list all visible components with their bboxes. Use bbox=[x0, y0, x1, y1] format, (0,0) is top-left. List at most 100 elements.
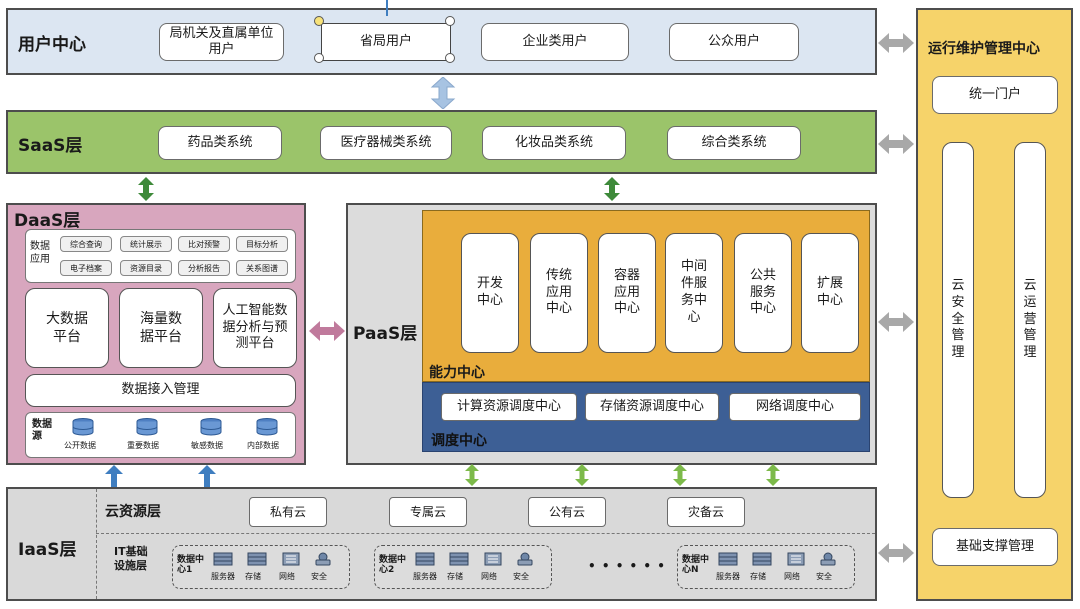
pink-double-arrow-icon bbox=[309, 321, 345, 341]
user-item-public[interactable]: 公众用户 bbox=[669, 23, 799, 61]
cloud-security-management[interactable]: 云安全管理 bbox=[942, 142, 974, 498]
gray-double-arrow-icon bbox=[878, 543, 914, 563]
paas-title: PaaS层 bbox=[353, 324, 418, 344]
storage-icon bbox=[752, 552, 772, 566]
unified-portal[interactable]: 统一门户 bbox=[932, 76, 1058, 114]
rotate-handle-line bbox=[386, 0, 388, 16]
user-item-bureau[interactable]: 局机关及直属单位用户 bbox=[159, 23, 284, 61]
user-item-enterprise[interactable]: 企业类用户 bbox=[481, 23, 629, 61]
source-label: 内部数据 bbox=[247, 441, 279, 450]
cloud-disaster-recovery[interactable]: 灾备云 bbox=[667, 497, 745, 527]
capability-container-app[interactable]: 容器应用中心 bbox=[598, 233, 656, 353]
iaas-divider-horizontal bbox=[96, 533, 875, 534]
capability-center-title: 能力中心 bbox=[429, 365, 485, 381]
saas-layer: SaaS层 药品类系统 医疗器械类系统 化妆品类系统 综合类系统 bbox=[6, 110, 877, 174]
capability-middleware[interactable]: 中间件服务中心 bbox=[665, 233, 723, 353]
datacenter-item-label: 存储 bbox=[245, 572, 261, 581]
cloud-dedicated[interactable]: 专属云 bbox=[389, 497, 467, 527]
storage-icon bbox=[449, 552, 469, 566]
cloud-public[interactable]: 公有云 bbox=[528, 497, 606, 527]
datacenter-1[interactable]: 数据中心1 服务器存储网络安全 bbox=[172, 545, 350, 589]
capability-extension[interactable]: 扩展中心 bbox=[801, 233, 859, 353]
datacenter-item-label: 网络 bbox=[481, 572, 497, 581]
green-double-arrow-icon bbox=[766, 464, 780, 486]
massdata-platform[interactable]: 海量数据平台 bbox=[119, 288, 203, 368]
database-icon bbox=[136, 418, 158, 436]
blue-up-arrow-icon bbox=[198, 465, 216, 487]
app-chip[interactable]: 资源目录 bbox=[120, 260, 172, 276]
saas-item-cosmetic[interactable]: 化妆品类系统 bbox=[482, 126, 626, 160]
dispatch-compute[interactable]: 计算资源调度中心 bbox=[441, 393, 577, 421]
capability-public-service[interactable]: 公共服务中心 bbox=[734, 233, 792, 353]
datacenter-item-label: 安全 bbox=[311, 572, 327, 581]
ops-center-layer: 运行维护管理中心 统一门户 云安全管理 云运营管理 基础支撑管理 bbox=[916, 8, 1073, 601]
app-chip[interactable]: 统计展示 bbox=[120, 236, 172, 252]
database-icon bbox=[72, 418, 94, 436]
gray-double-arrow-icon bbox=[878, 134, 914, 154]
database-icon bbox=[200, 418, 222, 436]
network-icon bbox=[787, 552, 805, 566]
gray-double-arrow-icon bbox=[878, 312, 914, 332]
source-label: 重要数据 bbox=[127, 441, 159, 450]
blue-up-arrow-icon bbox=[105, 465, 123, 487]
cloud-operations-management[interactable]: 云运营管理 bbox=[1014, 142, 1046, 498]
dispatch-network[interactable]: 网络调度中心 bbox=[729, 393, 861, 421]
bigdata-platform[interactable]: 大数据平台 bbox=[25, 288, 109, 368]
blue-double-arrow-icon bbox=[430, 77, 456, 109]
dispatch-storage[interactable]: 存储资源调度中心 bbox=[585, 393, 719, 421]
user-item-provincial[interactable]: 省局用户 bbox=[321, 23, 451, 61]
network-icon bbox=[484, 552, 502, 566]
app-chip[interactable]: 目标分析 bbox=[236, 236, 288, 252]
source-label: 公开数据 bbox=[64, 441, 96, 450]
app-chip[interactable]: 综合查询 bbox=[60, 236, 112, 252]
network-icon bbox=[282, 552, 300, 566]
server-icon bbox=[415, 552, 435, 566]
datacenter-item-label: 服务器 bbox=[413, 572, 437, 581]
capability-traditional-app[interactable]: 传统应用中心 bbox=[530, 233, 588, 353]
app-chip[interactable]: 电子档案 bbox=[60, 260, 112, 276]
selection-handle-icon[interactable] bbox=[314, 16, 324, 26]
security-icon bbox=[517, 552, 533, 566]
base-support-management[interactable]: 基础支撑管理 bbox=[932, 528, 1058, 566]
ops-center-title: 运行维护管理中心 bbox=[928, 41, 1040, 57]
datacenter-item-label: 网络 bbox=[784, 572, 800, 581]
datacenter-item-label: 服务器 bbox=[716, 572, 740, 581]
server-icon bbox=[213, 552, 233, 566]
capability-center-panel: 开发中心 传统应用中心 容器应用中心 中间件服务中心 公共服务中心 扩展中心 能… bbox=[422, 210, 870, 382]
app-chip[interactable]: 比对预警 bbox=[178, 236, 230, 252]
ai-platform[interactable]: 人工智能数据分析与预测平台 bbox=[213, 288, 297, 368]
datacenter-2[interactable]: 数据中心2 服务器存储网络安全 bbox=[374, 545, 552, 589]
app-chip[interactable]: 分析报告 bbox=[178, 260, 230, 276]
cloud-private[interactable]: 私有云 bbox=[249, 497, 327, 527]
datacenter-ellipsis: • • • • • • bbox=[588, 559, 666, 573]
saas-item-drug[interactable]: 药品类系统 bbox=[158, 126, 282, 160]
saas-item-general[interactable]: 综合类系统 bbox=[667, 126, 801, 160]
dispatch-center-panel: 计算资源调度中心 存储资源调度中心 网络调度中心 调度中心 bbox=[422, 382, 870, 452]
datacenter-label: 数据中心2 bbox=[379, 555, 407, 576]
green-double-arrow-icon bbox=[465, 464, 479, 486]
datacenter-item-label: 服务器 bbox=[211, 572, 235, 581]
app-chip[interactable]: 关系图谱 bbox=[236, 260, 288, 276]
data-app-panel: 数据应用 综合查询 统计展示 比对预警 目标分析 电子档案 资源目录 分析报告 … bbox=[25, 229, 296, 283]
selection-handle-icon[interactable] bbox=[314, 53, 324, 63]
datacenter-label: 数据中心1 bbox=[177, 555, 205, 576]
data-source-label: 数据源 bbox=[32, 419, 52, 442]
datacenter-n[interactable]: 数据中心N 服务器存储网络安全 bbox=[677, 545, 855, 589]
server-icon bbox=[718, 552, 738, 566]
daas-title: DaaS层 bbox=[14, 211, 81, 231]
infra-layer-label: IT基础设施层 bbox=[114, 545, 148, 573]
datacenter-item-label: 存储 bbox=[750, 572, 766, 581]
selection-handle-icon[interactable] bbox=[445, 16, 455, 26]
selection-handle-icon[interactable] bbox=[445, 53, 455, 63]
iaas-divider-vertical bbox=[96, 489, 97, 599]
saas-title: SaaS层 bbox=[18, 136, 83, 156]
dispatch-center-title: 调度中心 bbox=[431, 433, 487, 449]
saas-item-device[interactable]: 医疗器械类系统 bbox=[320, 126, 452, 160]
capability-dev[interactable]: 开发中心 bbox=[461, 233, 519, 353]
storage-icon bbox=[247, 552, 267, 566]
database-icon bbox=[256, 418, 278, 436]
data-ingest[interactable]: 数据接入管理 bbox=[25, 374, 296, 407]
datacenter-label: 数据中心N bbox=[682, 555, 710, 576]
security-icon bbox=[315, 552, 331, 566]
iaas-layer: IaaS层 云资源层 私有云 专属云 公有云 灾备云 IT基础设施层 数据中心1… bbox=[6, 487, 877, 601]
